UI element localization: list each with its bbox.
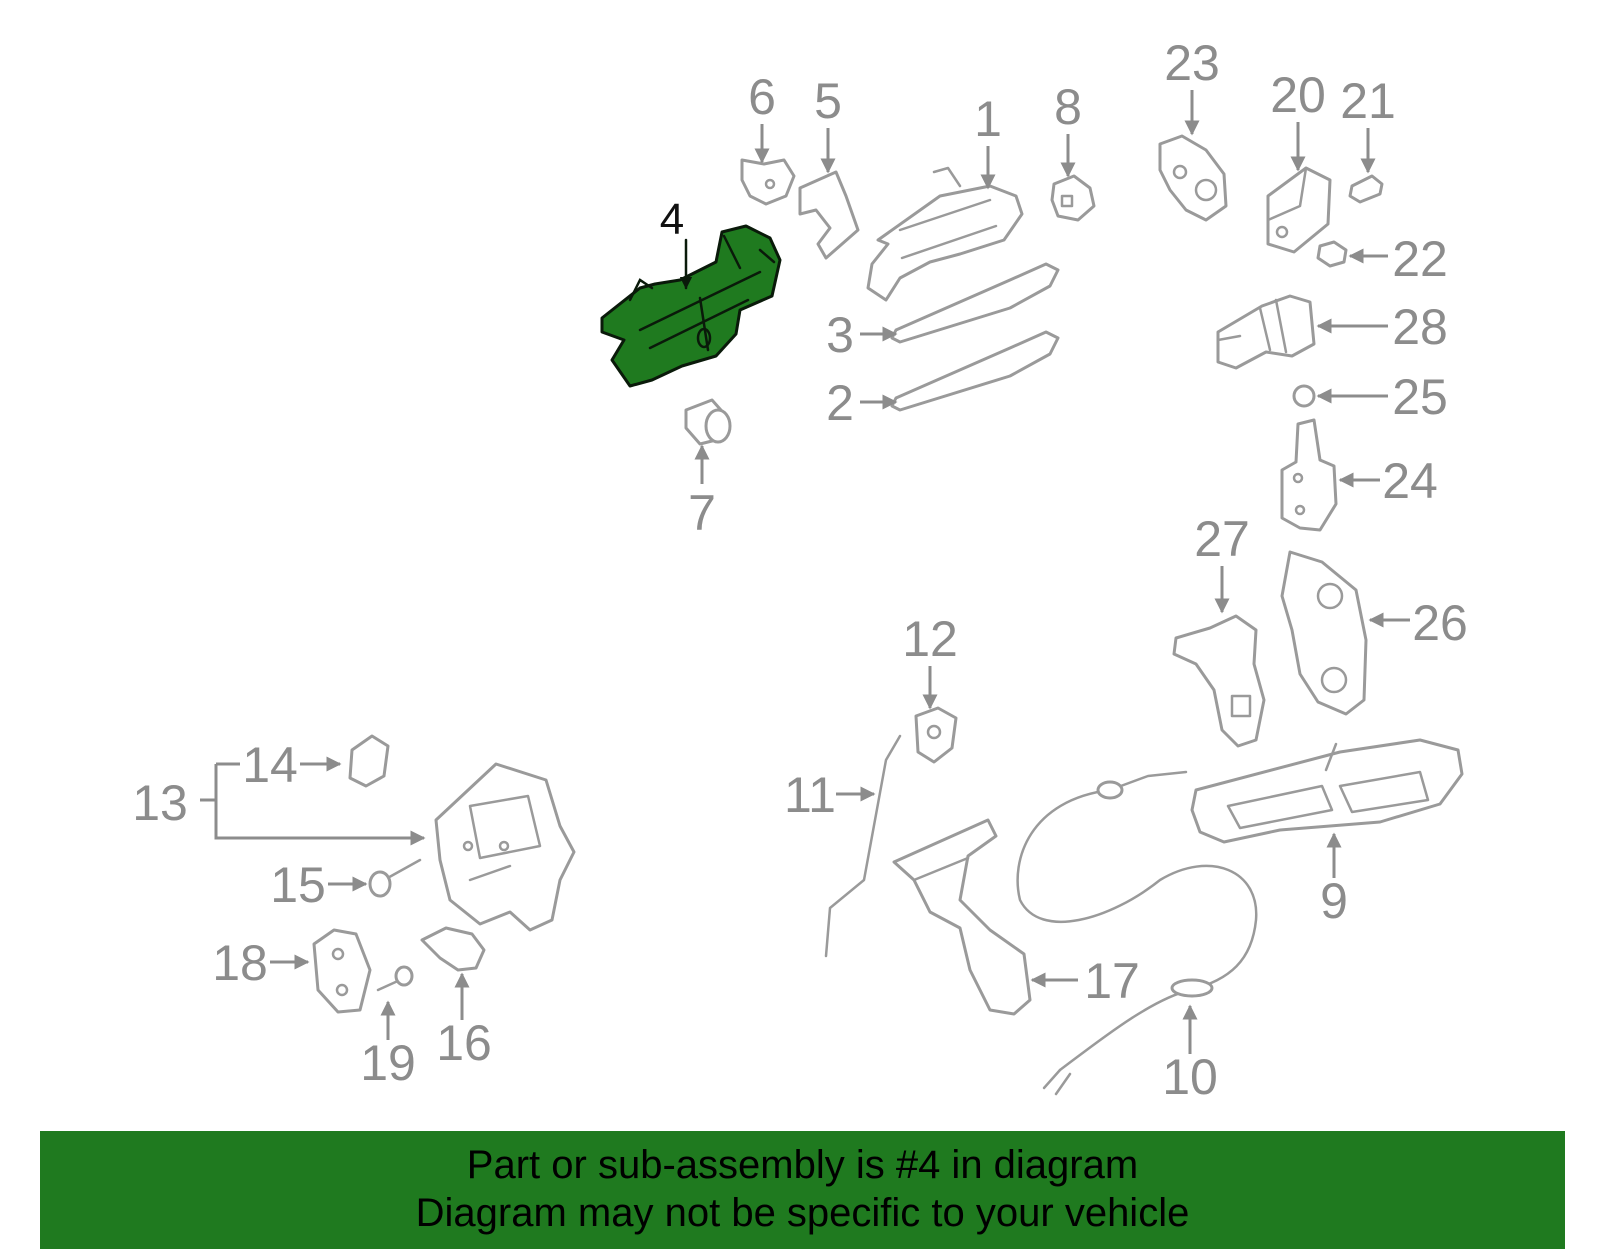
part-9-inner-handle: [1190, 738, 1464, 844]
part-13-lock-assembly: [434, 762, 576, 932]
part-8-cap: [1050, 174, 1096, 222]
part-2-trim-strip: [890, 330, 1060, 412]
callout-8: 8: [1054, 79, 1082, 135]
callout-13: 13: [132, 775, 188, 831]
part-25-ring: [1292, 384, 1316, 408]
part-14-motor: [348, 734, 390, 788]
callout-24: 24: [1382, 453, 1438, 509]
part-16-bumper: [420, 926, 486, 972]
part-28-connector: [1216, 294, 1316, 370]
part-18-striker-plate: [312, 928, 372, 1014]
part-23-plate: [1158, 134, 1228, 222]
callout-3: 3: [826, 307, 854, 363]
callout-14: 14: [242, 737, 298, 793]
callout-4: 4: [660, 195, 684, 244]
part-7-bushing: [684, 398, 732, 446]
part-22-cap: [1316, 240, 1348, 268]
part-27-bracket: [1172, 614, 1266, 748]
leader-13: [200, 764, 424, 838]
part-1-outer-handle: [866, 166, 1024, 302]
callout-10: 10: [1162, 1049, 1218, 1105]
part-21-pin: [1348, 174, 1384, 204]
callout-27: 27: [1194, 511, 1250, 567]
callout-28: 28: [1392, 299, 1448, 355]
callout-22: 22: [1392, 231, 1448, 287]
callout-12: 12: [902, 611, 958, 667]
callout-21: 21: [1340, 73, 1396, 129]
callout-15: 15: [270, 857, 326, 913]
callout-16: 16: [436, 1015, 492, 1071]
part-11-rod: [824, 734, 902, 958]
banner-line-1: Part or sub-assembly is #4 in diagram: [466, 1143, 1139, 1187]
part-15-screw: [368, 858, 422, 898]
part-17-shield: [892, 818, 1032, 1016]
callout-19: 19: [360, 1035, 416, 1091]
callout-2: 2: [826, 375, 854, 431]
callout-17: 17: [1084, 953, 1140, 1009]
part-12-clip: [914, 706, 958, 764]
info-banner: Part or sub-assembly is #4 in diagram Di…: [40, 1131, 1565, 1249]
callout-23: 23: [1164, 35, 1220, 91]
callout-18: 18: [212, 935, 268, 991]
part-5-bracket: [798, 170, 860, 260]
callout-11: 11: [784, 767, 836, 823]
callout-1: 1: [974, 91, 1002, 147]
callout-25: 25: [1392, 369, 1448, 425]
callout-20: 20: [1270, 67, 1326, 123]
callout-7: 7: [688, 485, 716, 541]
part-24-striker: [1280, 418, 1338, 532]
callout-5: 5: [814, 73, 842, 129]
callout-6: 6: [748, 69, 776, 125]
callout-9: 9: [1320, 873, 1348, 929]
part-20-bracket: [1266, 166, 1332, 254]
part-3-trim-strip: [890, 262, 1060, 344]
part-26-latch-plate: [1280, 550, 1368, 716]
part-6-clip: [740, 158, 796, 206]
part-10-cable: [1016, 770, 1258, 1096]
part-4-handle-carrier[interactable]: [600, 224, 782, 388]
banner-line-2: Diagram may not be specific to your vehi…: [415, 1191, 1190, 1235]
callout-26: 26: [1412, 595, 1468, 651]
part-19-screw: [376, 965, 414, 992]
